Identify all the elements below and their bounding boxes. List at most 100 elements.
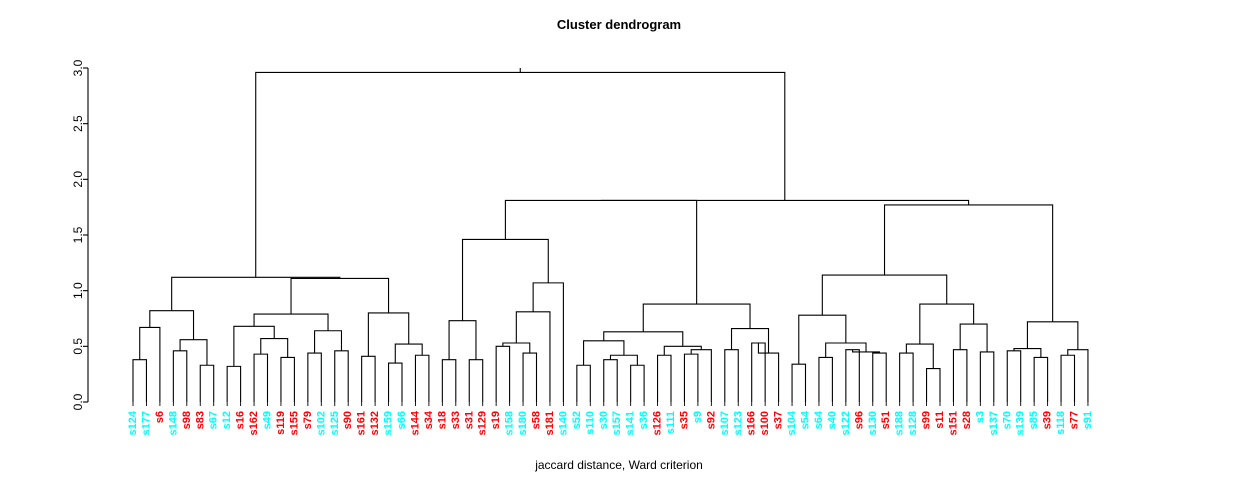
leaf-label: s99	[921, 411, 933, 429]
dendrogram-link	[690, 349, 712, 402]
leaf-label: s158	[504, 411, 516, 435]
leaf-label: s9	[692, 411, 704, 423]
dendrogram-link	[576, 364, 591, 402]
dendrogram-link	[603, 359, 618, 402]
leaf-label: s137	[988, 411, 1000, 435]
leaf-label: s77	[1069, 411, 1081, 429]
dendrogram-link	[1026, 321, 1079, 350]
leaf-label: s30	[598, 411, 610, 429]
leaf-label: s35	[678, 411, 690, 429]
dendrogram-link	[139, 326, 161, 402]
leaf-label: s166	[746, 411, 758, 435]
dendrogram-link	[791, 363, 807, 402]
leaf-label: s58	[531, 411, 543, 429]
leaf-label: s11	[934, 411, 946, 429]
dendrogram-link	[441, 359, 457, 402]
leaf-label: s151	[947, 411, 959, 435]
dendrogram-link	[609, 354, 638, 366]
dendrogram-link	[504, 199, 698, 305]
leaf-label: s144	[409, 410, 421, 435]
leaf-label: s140	[557, 411, 569, 435]
dendrogram-link	[872, 352, 887, 402]
dendrogram-link	[583, 340, 625, 366]
leaf-label: s162	[248, 411, 260, 435]
leaf-label: s67	[208, 411, 220, 429]
dendrogram-link	[461, 238, 549, 321]
leaf-label: s141	[625, 411, 637, 435]
dendrogram-link	[1060, 354, 1076, 402]
dendrogram-link	[845, 349, 860, 402]
leaf-label: s123	[732, 411, 744, 435]
dendrogram-link	[171, 276, 341, 311]
dendrogram-link	[1006, 350, 1022, 402]
leaf-label: s83	[194, 411, 206, 429]
dendrogram-link	[683, 353, 699, 402]
dendrogram-link	[926, 368, 941, 402]
dendrogram-link	[149, 310, 195, 340]
dendrogram-link	[919, 303, 975, 345]
y-axis-tick-label: 2.0	[71, 171, 85, 188]
leaf-label: s70	[1001, 411, 1013, 429]
dendrogram-link	[522, 352, 538, 402]
leaf-label: s31	[463, 411, 475, 429]
dendrogram-link	[367, 312, 410, 357]
leaf-label: s155	[288, 411, 300, 435]
y-axis: 0.00.51.01.52.02.53.0	[71, 59, 89, 410]
leaf-label: s157	[611, 411, 623, 435]
dendrogram-links	[132, 68, 1089, 402]
leaf-label: s49	[262, 411, 274, 429]
dendrogram-link	[532, 282, 564, 402]
leaf-label: s111	[665, 411, 677, 434]
page-title: Cluster dendrogram	[556, 17, 682, 32]
dendrogram-link	[798, 314, 847, 365]
dendrogram-link	[199, 364, 215, 402]
dendrogram-link	[502, 342, 531, 354]
leaf-label: s66	[396, 411, 408, 429]
dendrogram-link	[179, 339, 208, 366]
leaf-label: s85	[1028, 411, 1040, 429]
leaf-label: s126	[652, 411, 664, 435]
leaf-label: s124	[127, 410, 139, 435]
dendrogram-link	[1013, 348, 1042, 358]
dendrogram-link	[361, 355, 376, 402]
leaf-label: s188	[894, 411, 906, 435]
leaf-label: s34	[423, 410, 435, 429]
leaf-label: s54	[800, 410, 812, 429]
dendrogram-link	[642, 303, 751, 332]
dendrogram-link	[657, 354, 672, 402]
dendrogram-link	[959, 323, 988, 352]
y-axis-tick-label: 0.0	[71, 393, 85, 410]
leaf-label: s181	[544, 411, 556, 435]
dendrogram-link	[255, 71, 786, 278]
leaf-label: s100	[759, 411, 771, 435]
dendrogram-link	[314, 330, 343, 354]
dendrogram-link	[952, 349, 968, 402]
leaf-label: s180	[517, 411, 529, 435]
dendrogram-link	[603, 331, 684, 347]
leaf-label: s18	[436, 411, 448, 429]
leaf-label: s128	[907, 411, 919, 435]
dendrogram-link	[253, 353, 269, 402]
dendrogram-link	[172, 350, 188, 402]
leaf-label: s6	[154, 411, 166, 423]
dendrogram-link	[818, 356, 833, 402]
dendrogram-link	[821, 274, 948, 316]
dendrogram-link	[1033, 356, 1049, 402]
leaf-label: s122	[840, 411, 852, 435]
leaf-label: s132	[369, 411, 381, 435]
leaf-label: s52	[571, 411, 583, 429]
leaf-label: s16	[235, 411, 247, 429]
dendrogram-link	[290, 277, 390, 315]
leaf-label: s159	[383, 411, 395, 435]
dendrogram-link	[226, 365, 242, 402]
leaf-label: s139	[1015, 411, 1027, 435]
dendrogram-link	[751, 342, 766, 402]
dendrogram-link	[394, 343, 423, 364]
leaf-label: s110	[584, 411, 596, 435]
leaf-label: s125	[329, 411, 341, 435]
dendrogram-link	[388, 362, 403, 402]
leaf-label: s28	[961, 411, 973, 429]
dendrogram-link	[307, 352, 322, 402]
